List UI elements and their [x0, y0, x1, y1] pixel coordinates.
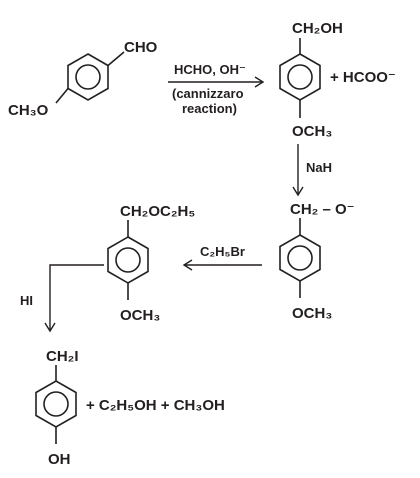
- reagent-hcho-oh: HCHO, OH⁻: [174, 62, 246, 77]
- benzene-ring: [35, 380, 77, 428]
- bond-to-cho: [107, 51, 125, 67]
- reagent-nah: NaH: [306, 160, 332, 175]
- ch3o-label: CH₃O: [8, 102, 49, 119]
- compound-anisaldehyde: CHO CH₃O: [8, 39, 158, 119]
- och3-label: OCH₃: [120, 307, 160, 324]
- compound-alkoxide: CH₂ – O⁻ OCH₃: [279, 201, 355, 322]
- reagent-c2h5br: C₂H₅Br: [200, 244, 245, 259]
- ch2oc2h5-label: CH₂OC₂H₅: [120, 203, 195, 220]
- benzene-ring: [67, 53, 109, 101]
- reaction-arrow-step2: NaH: [292, 144, 332, 197]
- coproducts-label: + C₂H₅OH + CH₃OH: [86, 397, 225, 414]
- reaction-arrow-step1: HCHO, OH⁻ (cannizzaro reaction): [168, 62, 265, 116]
- reaction-arrow-step4: HI: [20, 264, 104, 333]
- formate-label: + HCOO⁻: [330, 69, 396, 86]
- reagent-hi: HI: [20, 293, 33, 308]
- ch2i-label: CH₂I: [46, 348, 79, 365]
- alkoxide-label: CH₂ – O⁻: [290, 201, 355, 218]
- compound-anisyl-alcohol: CH₂OH + HCOO⁻ OCH₃: [279, 20, 396, 140]
- benzene-ring: [107, 236, 149, 284]
- och3-label: OCH₃: [292, 123, 332, 140]
- cho-label: CHO: [124, 39, 158, 56]
- compound-ethyl-ether: CH₂OC₂H₅ OCH₃: [107, 203, 195, 324]
- benzene-ring: [279, 234, 321, 282]
- benzene-ring: [279, 53, 321, 101]
- cannizzaro-note-line1: (cannizzaro: [172, 86, 244, 101]
- oh-label: OH: [48, 451, 71, 468]
- compound-iodide-phenol: CH₂I + C₂H₅OH + CH₃OH OH: [35, 348, 225, 468]
- bond-to-ome: [55, 87, 69, 104]
- och3-label: OCH₃: [292, 305, 332, 322]
- reaction-arrow-step3: C₂H₅Br: [182, 244, 262, 271]
- cannizzaro-note-line2: reaction): [182, 101, 237, 116]
- ch2oh-label: CH₂OH: [292, 20, 343, 37]
